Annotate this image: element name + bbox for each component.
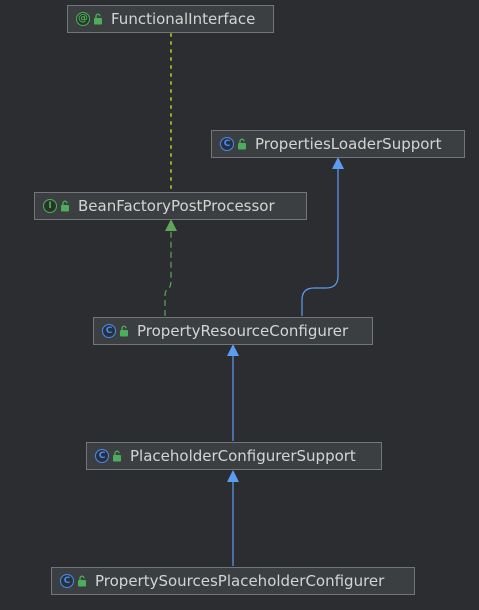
- public-unlock-icon: [78, 575, 86, 587]
- arrowhead-extends-property-resource-configurer: [227, 344, 239, 356]
- arrowhead-extends-placeholder-configurer-support: [227, 470, 239, 482]
- node-properties-loader-support[interactable]: C PropertiesLoaderSupport: [211, 130, 465, 158]
- node-functional-interface[interactable]: @ FunctionalInterface: [67, 5, 274, 33]
- class-c-icon: C: [102, 324, 116, 338]
- public-unlock-icon: [120, 325, 128, 337]
- public-unlock-icon: [113, 450, 121, 462]
- node-placeholder-configurer-support[interactable]: C PlaceholderConfigurerSupport: [86, 442, 382, 470]
- class-c-icon: C: [220, 137, 234, 151]
- edge-implements-bean-factory-post-processor: [164, 231, 172, 316]
- node-bean-factory-post-processor[interactable]: I BeanFactoryPostProcessor: [34, 192, 307, 220]
- class-c-icon: C: [95, 449, 109, 463]
- annotation-at-icon: @: [76, 12, 90, 26]
- public-unlock-icon: [94, 13, 102, 25]
- node-label: PlaceholderConfigurerSupport: [130, 446, 356, 465]
- public-unlock-icon: [238, 138, 246, 150]
- interface-i-icon: I: [43, 199, 57, 213]
- node-label: FunctionalInterface: [111, 9, 256, 28]
- class-c-icon: C: [60, 574, 74, 588]
- node-property-sources-placeholder-configurer[interactable]: C PropertySourcesPlaceholderConfigurer: [51, 567, 415, 595]
- public-unlock-icon: [61, 200, 69, 212]
- edge-extends-properties-loader-support: [301, 169, 339, 316]
- node-property-resource-configurer[interactable]: C PropertyResourceConfigurer: [93, 317, 373, 345]
- arrowhead-implements: [165, 219, 177, 231]
- node-label: BeanFactoryPostProcessor: [78, 196, 275, 215]
- node-label: PropertyResourceConfigurer: [137, 321, 349, 340]
- node-label: PropertiesLoaderSupport: [255, 134, 442, 153]
- arrowhead-extends-properties-loader-support: [332, 157, 344, 169]
- node-label: PropertySourcesPlaceholderConfigurer: [95, 571, 385, 590]
